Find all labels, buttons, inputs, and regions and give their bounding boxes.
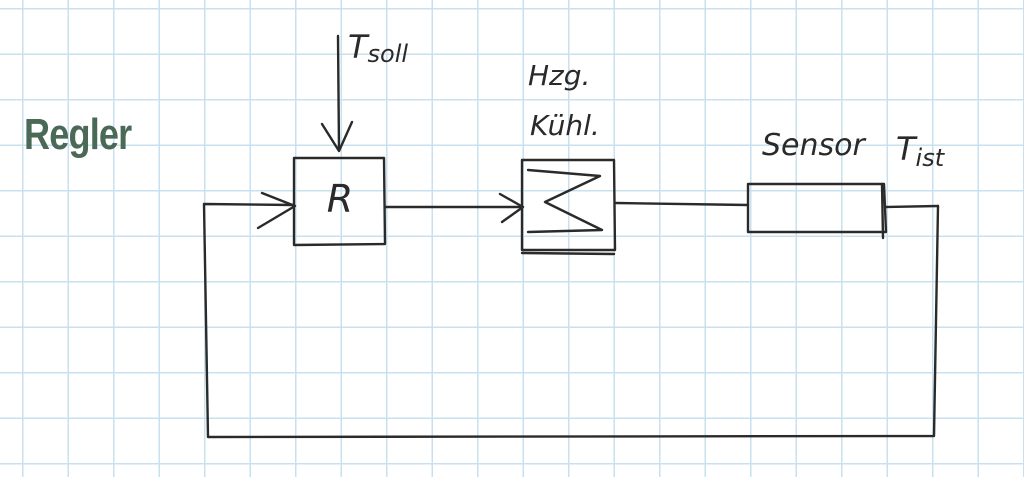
line-actuator-to-sensor [614, 201, 750, 207]
signal-arrow-to-actuator [383, 192, 525, 224]
t-ist-label: Tist [896, 130, 946, 172]
sensor-block [746, 182, 888, 240]
line-sensor-output [884, 204, 940, 209]
feedback-arrowhead [256, 191, 297, 230]
page-title: Regler [24, 110, 132, 159]
feedback-loop-line [202, 202, 940, 439]
t-soll-label: Tsoll [348, 28, 408, 68]
actuator-label-line2: Kühl. [530, 109, 600, 142]
actuator-block [520, 158, 617, 256]
controller-block: R [292, 156, 387, 247]
actuator-label-line1: Hzg. [528, 59, 590, 92]
sensor-label: Sensor [762, 128, 866, 163]
setpoint-arrow [320, 34, 354, 153]
controller-label: R [327, 177, 353, 221]
